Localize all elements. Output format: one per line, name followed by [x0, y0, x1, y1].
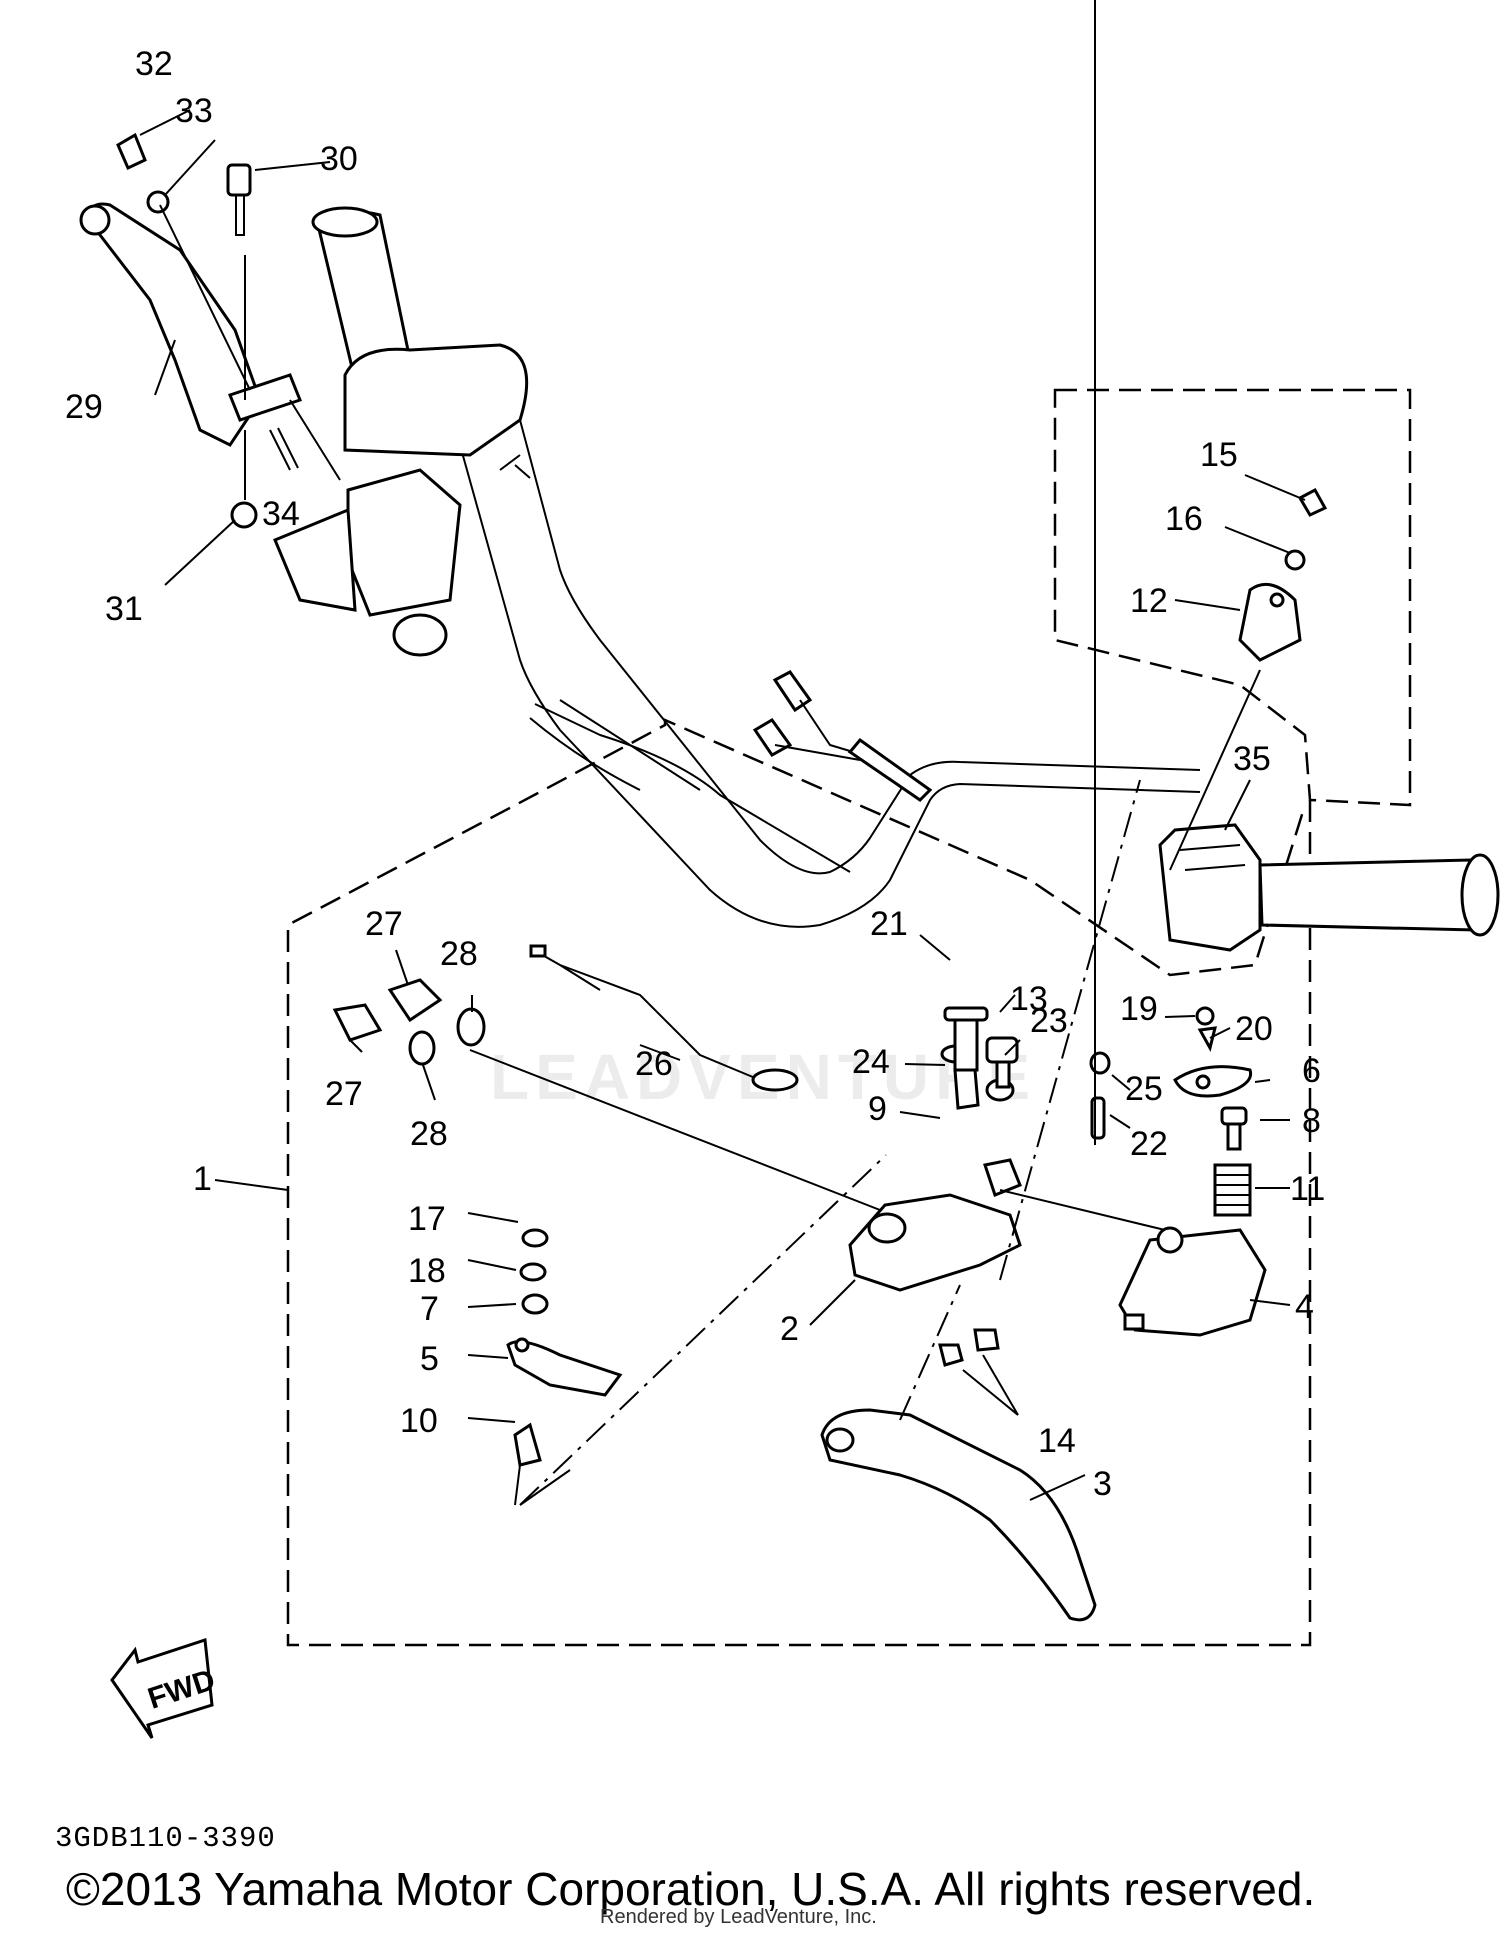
- diagram-code: 3GDB110-3390: [55, 1822, 276, 1855]
- callout-14: 14: [1038, 1422, 1076, 1460]
- right-switch-group: [1158, 487, 1500, 952]
- callout-12: 12: [1130, 582, 1168, 620]
- callout-20: 20: [1235, 1010, 1273, 1048]
- callout-13: 13: [1010, 980, 1048, 1018]
- callout-29: 29: [65, 388, 103, 426]
- callout-26: 26: [635, 1045, 673, 1083]
- callout-28b: 28: [410, 1115, 448, 1153]
- callout-31: 31: [105, 590, 143, 628]
- callout-2: 2: [780, 1310, 799, 1348]
- callout-15: 15: [1200, 436, 1238, 474]
- callout-19: 19: [1120, 990, 1158, 1028]
- callout-4: 4: [1295, 1288, 1314, 1326]
- left-lever-group: [79, 132, 341, 529]
- callout-24: 24: [852, 1043, 890, 1081]
- callout-1: 1: [193, 1160, 212, 1198]
- callout-6: 6: [1302, 1052, 1321, 1090]
- callout-16: 16: [1165, 500, 1203, 538]
- callout-34: 34: [262, 495, 300, 533]
- callout-17: 17: [408, 1200, 446, 1238]
- callout-35: 35: [1233, 740, 1271, 778]
- callout-21: 21: [870, 905, 908, 943]
- handlebar: [273, 206, 1201, 928]
- lever-holder-parts: [332, 670, 1267, 1622]
- render-credit: Rendered by LeadVenture, Inc.: [600, 1906, 877, 1928]
- callout-10: 10: [400, 1402, 438, 1440]
- callout-18: 18: [408, 1252, 446, 1290]
- callout-11: 11: [1290, 1170, 1325, 1208]
- callout-27b: 27: [325, 1075, 363, 1113]
- callout-8: 8: [1302, 1102, 1321, 1140]
- fwd-arrow: FWD: [110, 1637, 219, 1739]
- callout-27a: 27: [365, 905, 403, 943]
- callout-3: 3: [1093, 1465, 1112, 1503]
- callout-28a: 28: [440, 935, 478, 973]
- leader-lines: [139, 0, 1306, 1506]
- callout-33: 33: [175, 92, 213, 130]
- callout-22: 22: [1130, 1125, 1168, 1163]
- copyright-notice: ©2013 Yamaha Motor Corporation, U.S.A. A…: [66, 1863, 1316, 1915]
- callout-9: 9: [868, 1090, 887, 1128]
- callout-7: 7: [420, 1290, 439, 1328]
- callout-5: 5: [420, 1340, 439, 1378]
- assembly-boxes: [214, 388, 1412, 1647]
- callout-30: 30: [320, 140, 358, 178]
- callout-32: 32: [135, 45, 173, 83]
- callout-numbers: 1 2 3 4 5 6 7 8 9 10 11 12 13 14 15 16 1…: [65, 45, 1325, 1503]
- callout-25: 25: [1125, 1070, 1163, 1108]
- callout-23: 23: [1030, 1002, 1068, 1040]
